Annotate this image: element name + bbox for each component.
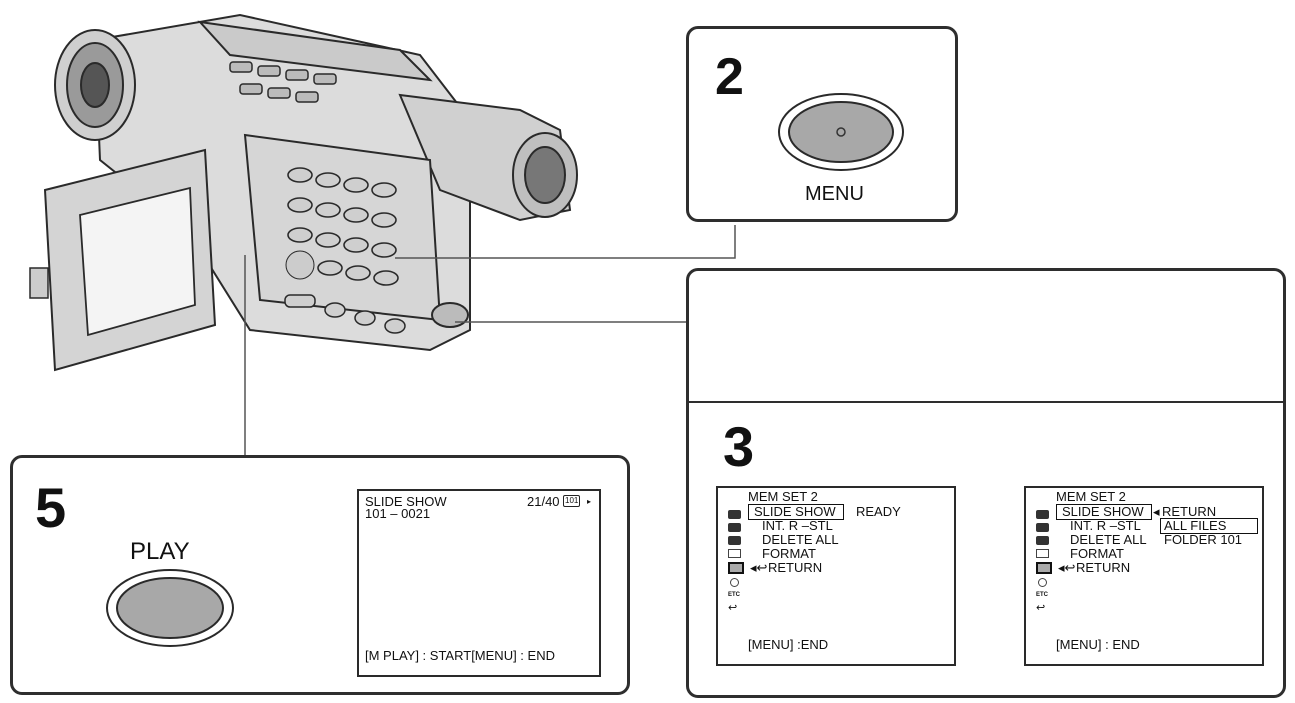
menu-item[interactable]: RETURN [1076, 560, 1131, 575]
camera-set-icon [1036, 523, 1049, 532]
connector-lines [244, 225, 736, 455]
menu-item[interactable]: DELETE ALL [762, 532, 839, 547]
menu-button-graphic [778, 93, 904, 171]
menu-item[interactable]: DELETE ALL [1070, 532, 1147, 547]
menu-item-status: READY [856, 504, 901, 519]
menu-button-label: MENU [805, 183, 864, 205]
menu-button[interactable] [779, 94, 903, 170]
submenu-option[interactable]: ALL FILES [1164, 518, 1227, 533]
setup-icon [1038, 578, 1047, 587]
menu-header: MEM SET 2 [1056, 489, 1126, 504]
camera-menu-icon [728, 510, 741, 519]
step-number: 5 [35, 476, 67, 539]
step-5-panel: 5 PLAY SLIDE SHOW 101 – 0021 21/40 101 ▸… [10, 455, 630, 695]
folder-number: 101 [565, 496, 579, 505]
menu-item[interactable]: FORMAT [1070, 546, 1124, 561]
menu-header: MEM SET 2 [748, 489, 818, 504]
return-arrow-icon: ◂↩ [750, 560, 768, 575]
play-button[interactable] [107, 570, 233, 646]
menu-icon-column: ETC ↩ [1036, 510, 1052, 618]
memory-set-icon[interactable] [1036, 562, 1052, 574]
submenu-option[interactable]: FOLDER 101 [1164, 532, 1243, 547]
lcd-set-icon [728, 536, 741, 545]
menu-item[interactable]: INT. R –STL [762, 518, 833, 533]
camcorder-illustration [29, 13, 578, 372]
menu-footer: [MENU] :END [748, 637, 829, 652]
etc-icon: ETC [728, 592, 740, 598]
camera-menu-icon [1036, 510, 1049, 519]
camera-set-icon [728, 523, 741, 532]
play-indicator-icon: ▸ [587, 497, 592, 506]
menu-item[interactable]: RETURN [768, 560, 823, 575]
menu-item[interactable]: FORMAT [762, 546, 816, 561]
memory-set-icon[interactable] [728, 562, 744, 574]
menu-item[interactable]: INT. R –STL [1070, 518, 1141, 533]
step-number: 3 [723, 415, 755, 478]
selected-item-highlight [1056, 504, 1152, 520]
lcd-set-icon [1036, 536, 1049, 545]
play-button-graphic [106, 569, 234, 647]
step-2-panel: 2 MENU [686, 26, 958, 222]
setup-icon [730, 578, 739, 587]
slide-show-footer: [M PLAY] : START[MENU] : END [365, 648, 555, 663]
return-icon: ↩ [1036, 602, 1046, 614]
file-number: 101 – 0021 [365, 506, 431, 521]
image-counter: 21/40 [527, 494, 560, 509]
menu-icon-column: ETC ↩ [728, 510, 744, 618]
selected-option-highlight [1160, 518, 1258, 534]
etc-icon: ETC [1036, 592, 1048, 598]
menu-footer: [MENU] : END [1056, 637, 1140, 652]
slide-show-screen: SLIDE SHOW 101 – 0021 21/40 101 ▸ [M PLA… [357, 489, 601, 677]
tape-set-icon [728, 549, 741, 558]
submenu-option[interactable]: RETURN [1162, 504, 1217, 519]
folder-badge: 101 [563, 495, 581, 507]
return-arrow-icon: ◂↩ [1058, 560, 1076, 575]
step-number: 2 [715, 48, 744, 106]
menu-screen-submenu: MEM SET 2 ETC ↩ SLIDE SHOW ◂ RETURN INT.… [1024, 486, 1264, 666]
play-button-label: PLAY [130, 538, 190, 565]
menu-item[interactable]: SLIDE SHOW [1062, 504, 1144, 519]
menu-screen-initial: MEM SET 2 ETC ↩ SLIDE SHOW READY INT. R … [716, 486, 956, 666]
tape-set-icon [1036, 549, 1049, 558]
return-icon: ↩ [728, 602, 738, 614]
submenu-pointer-icon: ◂ [1153, 504, 1160, 519]
menu-item[interactable]: SLIDE SHOW [754, 504, 836, 519]
selected-item-highlight [748, 504, 844, 520]
step-3-divider [689, 401, 1283, 403]
slide-show-title: SLIDE SHOW [365, 494, 447, 509]
